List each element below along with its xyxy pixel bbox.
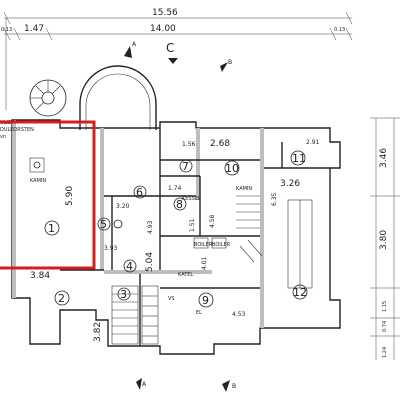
- el-label: EL: [196, 310, 202, 316]
- room-5-bottom-dim: 3.93: [104, 245, 118, 252]
- note-line-2: DULKORSTEN: [0, 127, 34, 133]
- room-12-area: 3.26: [280, 179, 300, 189]
- plan-labels: ULIST DULKORSTEN vn KAMIN KAMIN KESSEL B…: [0, 120, 252, 316]
- room-9-side-dim: 4.01: [201, 256, 208, 270]
- boiler-label-1: BOILER: [194, 242, 213, 248]
- fireplace-left: [29, 157, 45, 173]
- overall-width-dim: 15.56: [152, 8, 178, 18]
- right-upper-dim: 3.46: [379, 148, 389, 168]
- room-number-2: 2: [58, 292, 65, 305]
- kessel-label: KESSEL: [182, 196, 201, 202]
- room-10-area: 2.68: [210, 139, 230, 149]
- section-arrow-bottom-a: [136, 378, 142, 390]
- top-dimension-chain: 15.56 0.13 1.47 14.00 0.13: [1, 8, 353, 110]
- vs-label: VS: [168, 296, 175, 302]
- room-number-9: 9: [202, 294, 209, 307]
- room-11-area: 2.91: [306, 139, 320, 146]
- room-7-area: 1.56: [182, 141, 196, 148]
- room-8-right-dim: 4.58: [209, 214, 216, 228]
- section-center-c: C: [166, 41, 174, 55]
- section-arrow-top-b: [220, 62, 228, 72]
- building-walls: [11, 119, 341, 355]
- section-top-b: B: [228, 59, 232, 66]
- spiral-staircase: [29, 79, 67, 117]
- room-number-5: 5: [100, 218, 107, 231]
- left-segment-dim: 1.47: [24, 24, 44, 34]
- room-number-8: 8: [176, 198, 183, 211]
- room-dimensions: 5.90 3.84 3.82 5.04 3.20 3.93 4.93 1.56 …: [30, 139, 320, 342]
- room-number-7: 7: [182, 160, 189, 173]
- room-number-11: 11: [292, 152, 306, 165]
- room-8-side-dim: 1.51: [189, 218, 196, 232]
- main-segment-dim: 14.00: [150, 24, 176, 34]
- room-number-1: 1: [48, 222, 55, 235]
- main-stairs: [111, 285, 159, 345]
- room-markers: 1 2 3 4 5 6 7 8 9 10 11 12: [44, 150, 308, 308]
- bay-balcony: [79, 65, 157, 130]
- right-edge-dim: 0.13: [334, 27, 345, 33]
- room-9-area: 4.53: [232, 311, 246, 318]
- kamin-right-label: KAMIN: [236, 186, 252, 192]
- stair-room-10: [236, 195, 263, 263]
- section-arrow-bottom-b: [222, 380, 230, 392]
- room-1-area: 5.90: [65, 186, 75, 206]
- room-2-area: 3.84: [30, 271, 50, 281]
- right-sub2-dim: 0.74: [382, 321, 388, 332]
- section-bottom-a: A: [142, 381, 147, 388]
- room-number-10: 10: [225, 162, 239, 175]
- boiler-fixtures: [113, 219, 227, 249]
- section-arrow-center-c: [168, 58, 178, 64]
- section-top-a: A: [132, 41, 137, 48]
- room-3-area: 3.82: [93, 322, 103, 342]
- right-sub3-dim: 1.15: [382, 301, 388, 312]
- katel-label: KATEL: [178, 272, 193, 278]
- room-10-side-dim: 6.35: [271, 192, 278, 206]
- room-number-6: 6: [136, 186, 143, 199]
- left-edge-dim: 0.13: [1, 27, 12, 33]
- room-5-top-dim: 3.20: [116, 203, 130, 210]
- note-line-3: vn: [0, 134, 6, 140]
- kamin-left-label: KAMIN: [30, 178, 46, 184]
- section-arrow-top-a: [124, 46, 132, 58]
- boiler-label-2: BOILER: [212, 242, 231, 248]
- room-8-area: 1.74: [168, 185, 182, 192]
- room-6-area: 4.93: [147, 220, 154, 234]
- room-number-3: 3: [120, 288, 127, 301]
- room-number-12: 12: [293, 286, 307, 299]
- right-dimension-chain: 3.46 3.80 1.24 0.74 1.15: [370, 117, 400, 360]
- room-12-void: [287, 199, 313, 289]
- room-4-area: 5.04: [145, 252, 155, 272]
- highlight-box: [0, 120, 96, 270]
- right-middle-dim: 3.80: [379, 230, 389, 250]
- room-number-4: 4: [126, 260, 133, 273]
- section-bottom-b: B: [232, 383, 236, 390]
- section-markers: A B C A B: [124, 41, 236, 392]
- right-sub1-dim: 1.24: [382, 347, 388, 358]
